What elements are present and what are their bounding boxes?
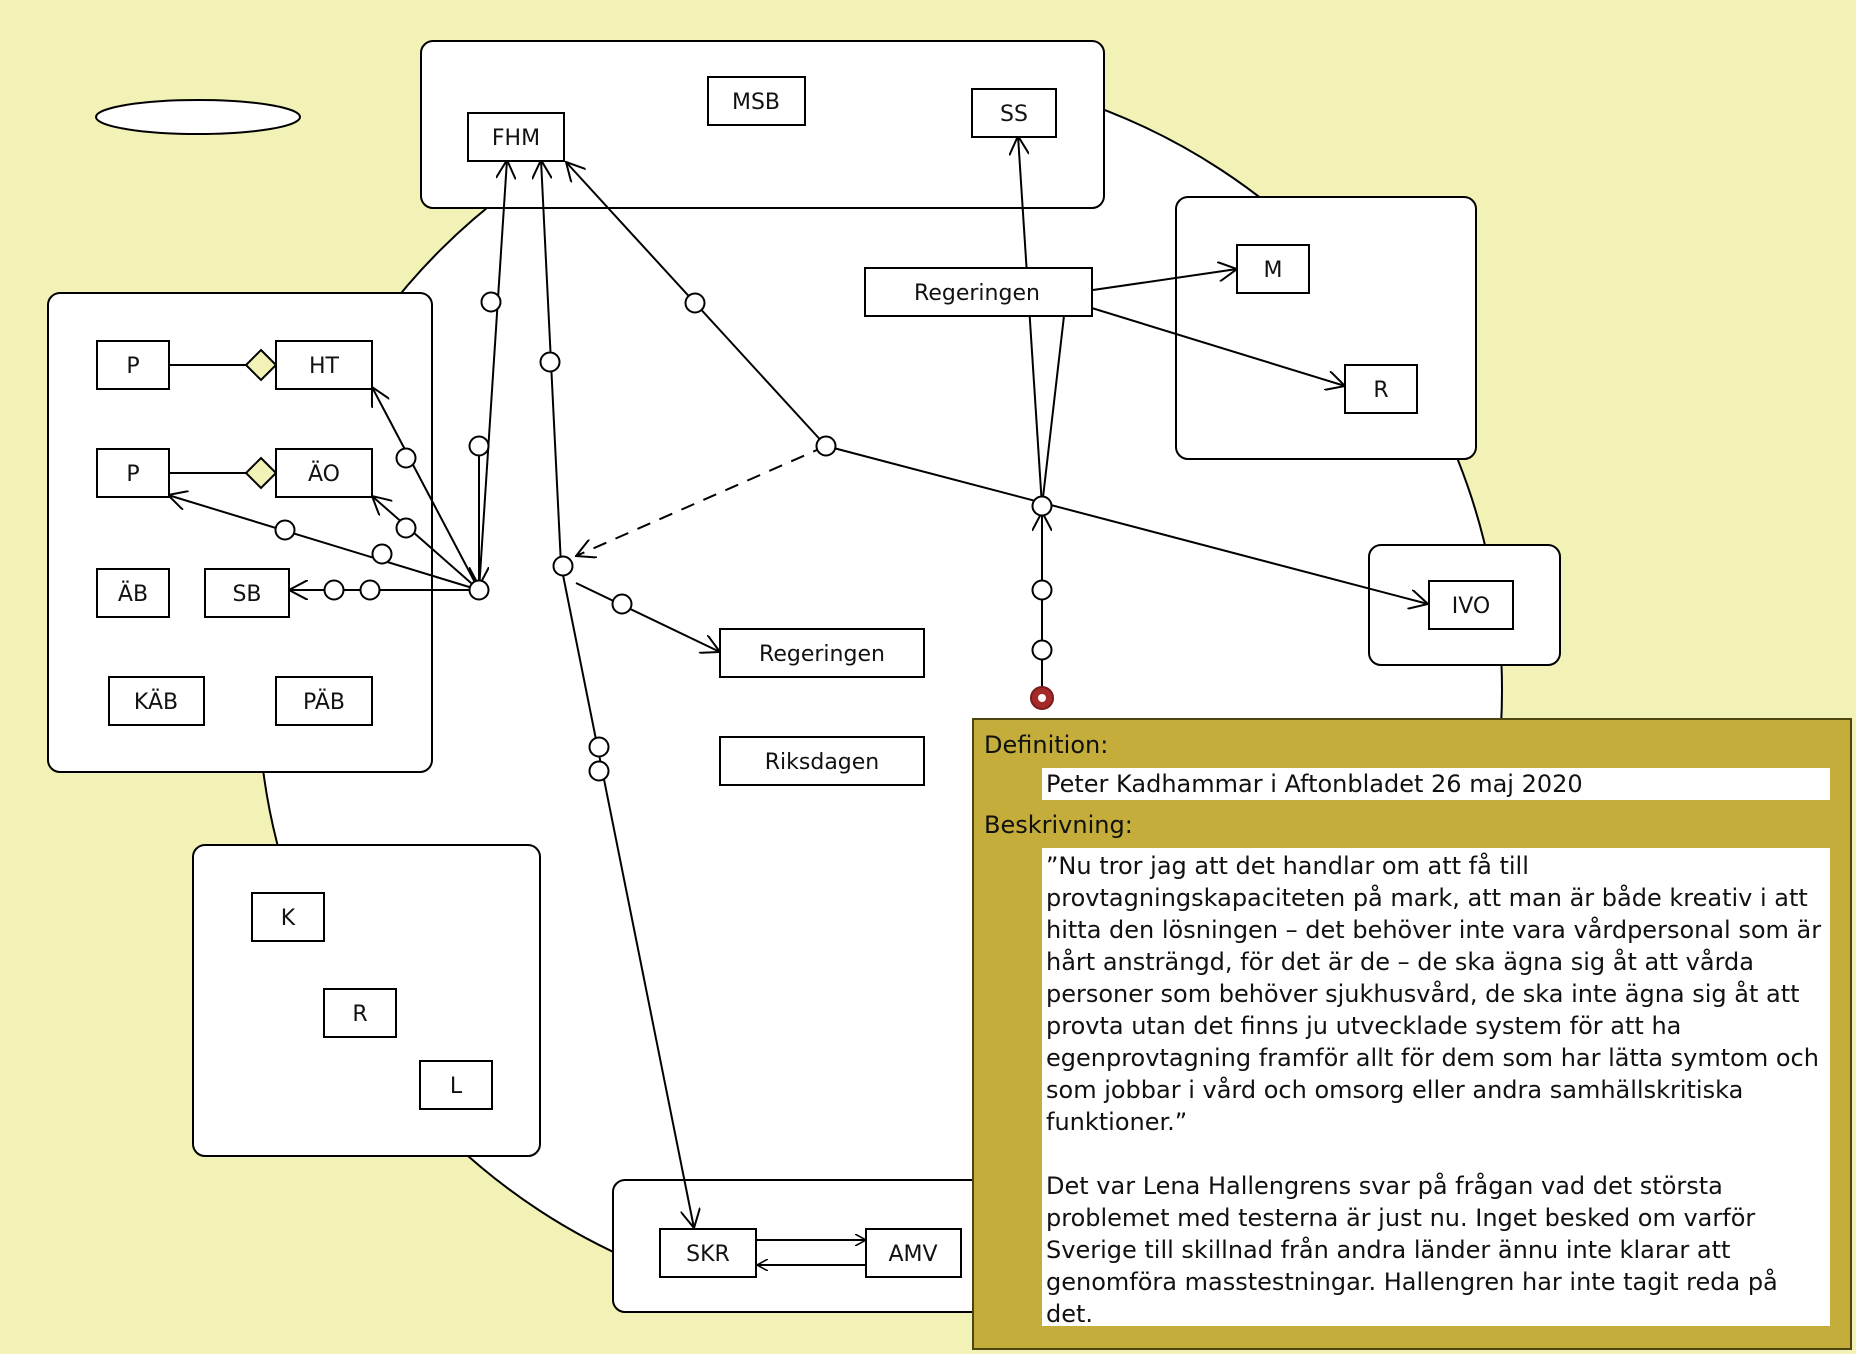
node-msb[interactable]: MSB (707, 76, 806, 126)
node-p2[interactable]: P (96, 448, 170, 498)
description-label: Beskrivning: (984, 811, 1133, 839)
description-field[interactable]: ”Nu tror jag att det handlar om att få t… (1042, 848, 1830, 1326)
node-kab[interactable]: KÄB (108, 676, 205, 726)
connector-regeringen-m[interactable] (1092, 269, 1237, 291)
definition-label: Definition: (984, 731, 1109, 759)
connector-point[interactable] (588, 760, 610, 782)
connector-point[interactable] (274, 519, 296, 541)
node-skr-label: SKR (686, 1242, 730, 1267)
node-kab-label: KÄB (134, 689, 178, 715)
entity-boxes: FHM MSB SS M R Regeringen IVO P (96, 76, 1514, 1278)
node-ao[interactable]: ÄO (275, 448, 373, 498)
node-ht-label: HT (309, 354, 340, 379)
connector-hub-center-right[interactable] (815, 435, 837, 457)
connector-point[interactable] (468, 435, 490, 457)
node-pab-label: PÄB (303, 689, 345, 715)
node-msb-label: MSB (732, 90, 780, 115)
node-l-label: L (450, 1074, 463, 1099)
node-ss[interactable]: SS (971, 88, 1057, 138)
node-skr[interactable]: SKR (659, 1228, 757, 1278)
node-regeringen-mid[interactable]: Regeringen (719, 628, 925, 678)
left-actors-group[interactable] (47, 292, 433, 773)
ellipse-shape[interactable] (95, 99, 301, 135)
node-fhm-label: FHM (492, 126, 540, 151)
connector-point[interactable] (480, 291, 502, 313)
connector-point[interactable] (323, 579, 345, 601)
connector-point[interactable] (395, 447, 417, 469)
node-ht[interactable]: HT (275, 340, 373, 390)
connector-point[interactable] (684, 292, 706, 314)
node-ivo-label: IVO (1452, 594, 1490, 619)
connector-hub-ivo[interactable] (825, 445, 1428, 604)
connector-dashed-center[interactable] (576, 445, 827, 556)
node-p1[interactable]: P (96, 340, 170, 390)
selected-connector-point-center (1038, 694, 1046, 702)
connector-point[interactable] (395, 517, 417, 539)
definition-popup[interactable]: Definition: Peter Kadhammar i Aftonblade… (972, 718, 1852, 1350)
node-riksdagen[interactable]: Riksdagen (719, 736, 925, 786)
node-sb-label: SB (232, 582, 261, 607)
definition-field[interactable]: Peter Kadhammar i Aftonbladet 26 maj 202… (1042, 768, 1830, 800)
node-r-local[interactable]: R (323, 988, 397, 1038)
node-m-label: M (1264, 258, 1283, 283)
node-regeringen-mid-label: Regeringen (759, 642, 885, 667)
node-regeringen-top-label: Regeringen (914, 281, 1040, 306)
node-amv-label: AMV (888, 1242, 937, 1267)
node-k[interactable]: K (251, 892, 325, 942)
connector-point[interactable] (1031, 579, 1053, 601)
node-ab[interactable]: ÄB (96, 568, 170, 618)
connector-left-hub-ht[interactable] (372, 387, 480, 591)
connector-point[interactable] (588, 736, 610, 758)
connector-hub-ss[interactable] (1018, 136, 1043, 507)
connectors (168, 136, 1428, 1265)
node-m[interactable]: M (1236, 244, 1310, 294)
node-l[interactable]: L (419, 1060, 493, 1110)
connector-hub-right[interactable] (1031, 495, 1053, 517)
connector-left-hub-p[interactable] (168, 495, 480, 591)
node-pab[interactable]: PÄB (275, 676, 373, 726)
connector-hub-center[interactable] (552, 555, 574, 577)
node-ivo[interactable]: IVO (1428, 580, 1514, 630)
node-p1-label: P (126, 354, 139, 379)
connector-point[interactable] (371, 543, 393, 565)
node-r-local-label: R (352, 1002, 367, 1027)
aggregation-diamond-ao[interactable] (244, 456, 278, 490)
connector-point[interactable] (539, 351, 561, 373)
connector-center-regeringen[interactable] (575, 582, 720, 652)
node-ss-label: SS (1000, 102, 1028, 127)
node-sb[interactable]: SB (204, 568, 290, 618)
node-ab-label: ÄB (118, 581, 148, 607)
node-ao-label: ÄO (308, 461, 340, 487)
node-r-ministry-label: R (1373, 378, 1388, 403)
connector-regeringen-r[interactable] (1081, 304, 1345, 386)
ministries-group[interactable] (1175, 196, 1477, 460)
node-k-label: K (281, 906, 296, 931)
node-riksdagen-label: Riksdagen (765, 750, 880, 775)
connector-hub-left[interactable] (468, 579, 490, 601)
connector-left-hub-fhm[interactable] (478, 160, 507, 591)
connector-left-hub-ao[interactable] (372, 496, 480, 591)
connector-center-skr[interactable] (560, 564, 694, 1228)
node-regeringen-top[interactable]: Regeringen (864, 267, 1093, 317)
connector-hub-regeringen[interactable] (1041, 289, 1068, 507)
node-fhm[interactable]: FHM (467, 112, 565, 162)
connector-point[interactable] (1031, 639, 1053, 661)
node-p2-label: P (126, 462, 139, 487)
aggregation-diamond-ht[interactable] (244, 348, 278, 382)
node-r-ministry[interactable]: R (1344, 364, 1418, 414)
node-amv[interactable]: AMV (865, 1228, 962, 1278)
connector-point[interactable] (611, 593, 633, 615)
connector-point[interactable] (359, 579, 381, 601)
